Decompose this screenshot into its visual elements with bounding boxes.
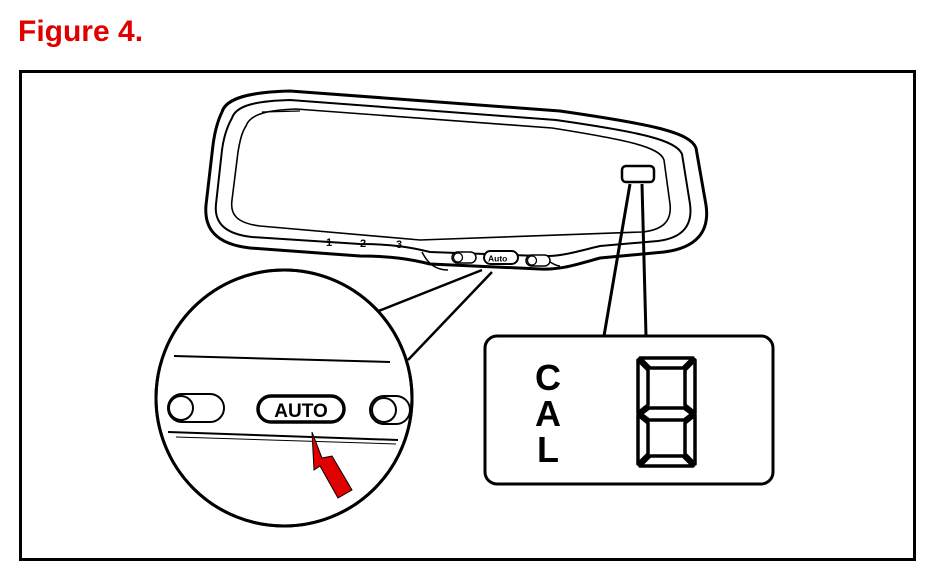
mirror-small-button-left[interactable] (451, 251, 477, 264)
mirror-button-3-label: 3 (396, 239, 402, 251)
mirror-inner-rim (214, 99, 692, 258)
rearview-mirror (204, 89, 709, 271)
segment-lower-left (636, 413, 650, 466)
figure-title: Figure 4. (18, 15, 144, 48)
segment-bottom (638, 454, 695, 468)
figure-frame (19, 70, 916, 561)
zoom-auto-button-label: AUTO (274, 401, 327, 422)
mirror-glass (230, 108, 671, 241)
segment-top (638, 356, 695, 370)
lcd-letter-a: A (535, 393, 561, 434)
zoom-callout-lines (365, 268, 493, 361)
mirror-auto-button[interactable] (483, 250, 519, 265)
lcd-seven-segment-digit (636, 356, 697, 468)
display-callout-lines (602, 183, 648, 337)
lcd-display-box (483, 334, 775, 486)
zoom-auto-button[interactable] (256, 394, 346, 424)
lcd-display: C A L (483, 334, 775, 486)
segment-lower-right (683, 413, 697, 466)
mirror-button-1-label: 1 (326, 237, 332, 249)
lcd-letter-c: C (535, 357, 561, 398)
segment-upper-right (683, 358, 697, 415)
segment-upper-left (636, 358, 650, 415)
segment-middle (639, 406, 694, 422)
mirror-button-2-label: 2 (360, 238, 366, 250)
mirror-small-button-right[interactable] (525, 254, 551, 267)
zoom-left-switch[interactable] (167, 393, 225, 423)
mirror-auto-button-label: Auto (488, 254, 507, 264)
mirror-display-window (620, 164, 656, 184)
red-arrow (311, 431, 353, 499)
lcd-letter-l: L (537, 429, 559, 470)
zoom-circle-border (154, 268, 414, 528)
mirror-buttons: 1 2 3 Auto (326, 237, 551, 267)
mirror-outer-housing (204, 89, 709, 271)
